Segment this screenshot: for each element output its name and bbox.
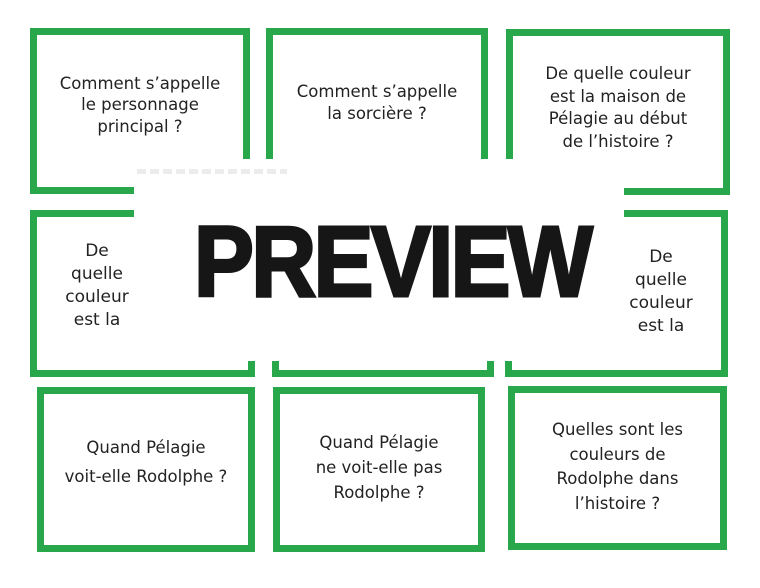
question-line: est la maison de	[549, 86, 687, 106]
question-line: Pélagie au début	[548, 109, 688, 128]
question-line: couleur	[629, 293, 693, 313]
question-line: Comment s’appelle	[59, 73, 221, 93]
question-line: de l’histoire ?	[562, 131, 674, 151]
mask-artifact-line	[137, 169, 287, 174]
question-line: principal ?	[97, 116, 183, 136]
question-line: De quelle couleur	[545, 64, 691, 83]
question-line: le personnage	[81, 95, 199, 115]
question-line: voit-elle Rodolphe ?	[64, 466, 228, 486]
question-line: l’histoire ?	[574, 493, 661, 513]
question-line: Rodolphe ?	[333, 483, 425, 502]
question-card-4-visible-text: De quelle couleur est la	[42, 240, 152, 332]
question-line: est la	[637, 316, 685, 336]
question-line: couleurs de	[569, 444, 666, 464]
question-line: la sorcière ?	[327, 103, 427, 123]
question-card-8: Quand Pélagie ne voit-elle pas Rodolphe …	[273, 387, 485, 552]
question-line: De	[85, 241, 109, 261]
question-card-7: Quand Pélagie voit-elle Rodolphe ?	[37, 387, 255, 552]
preview-mask	[134, 159, 624, 361]
question-line: est la	[73, 310, 121, 330]
question-line: ne voit-elle pas	[315, 458, 443, 477]
question-card-6-visible-text: De quelle couleur est la	[606, 246, 716, 338]
question-line: Quand Pélagie	[319, 433, 439, 452]
question-line: Rodolphe dans	[556, 469, 679, 488]
question-line: quelle	[71, 264, 123, 284]
question-card-9: Quelles sont les couleurs de Rodolphe da…	[508, 386, 727, 550]
preview-watermark: PREVIEW	[193, 206, 595, 318]
question-line: Quelles sont les	[552, 420, 683, 439]
question-line: Quand Pélagie	[86, 437, 206, 457]
question-line: quelle	[635, 270, 687, 290]
question-line: De	[649, 247, 673, 267]
question-line: couleur	[65, 287, 129, 307]
question-line: Comment s’appelle	[296, 81, 458, 101]
